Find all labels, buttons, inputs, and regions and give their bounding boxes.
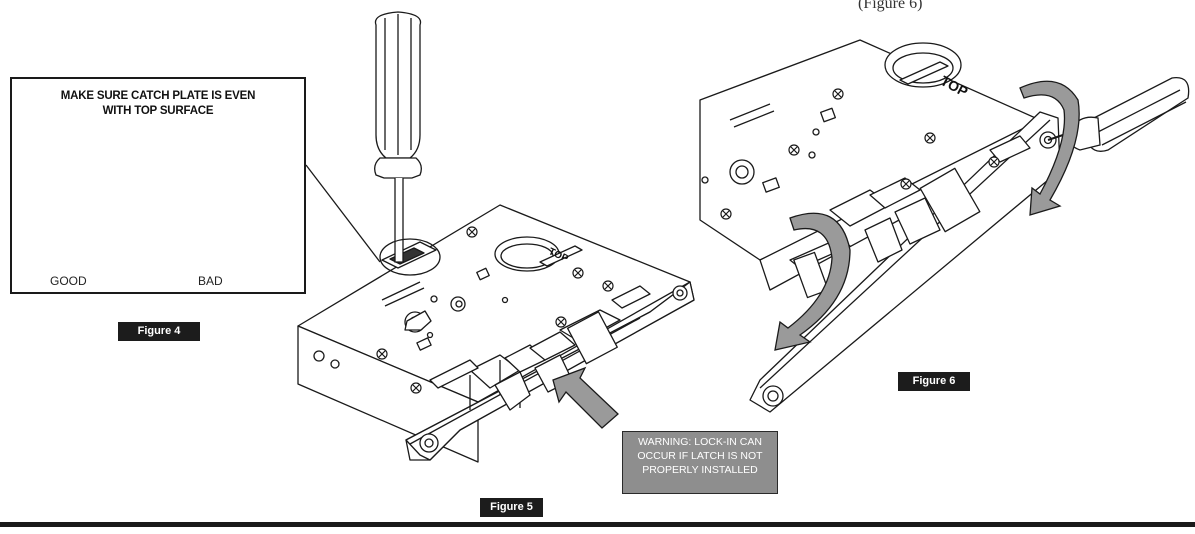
latch-arrow <box>552 366 619 429</box>
figure6-lock <box>699 39 1061 413</box>
bottom-rule <box>0 522 1195 527</box>
figure5-label: Figure 5 <box>480 498 543 517</box>
callout-circle <box>379 238 441 276</box>
header-fragment: (Figure 6) <box>858 0 923 12</box>
warning-box: WARNING: LOCK-IN CAN OCCUR IF LATCH IS N… <box>622 431 778 494</box>
figure4-label: Figure 4 <box>118 322 200 341</box>
figure6-label: Figure 6 <box>898 372 970 391</box>
callout-line <box>305 164 381 263</box>
figure5-lock <box>297 204 695 463</box>
figure4-inset: MAKE SURE CATCH PLATE IS EVEN WITH TOP S… <box>10 77 306 294</box>
inset-title: MAKE SURE CATCH PLATE IS EVEN WITH TOP S… <box>60 90 256 117</box>
figure5-screwdriver <box>374 11 422 263</box>
rotation-arrows <box>774 80 1080 351</box>
good-caption: GOOD <box>50 274 87 288</box>
bad-caption: BAD <box>198 274 223 288</box>
